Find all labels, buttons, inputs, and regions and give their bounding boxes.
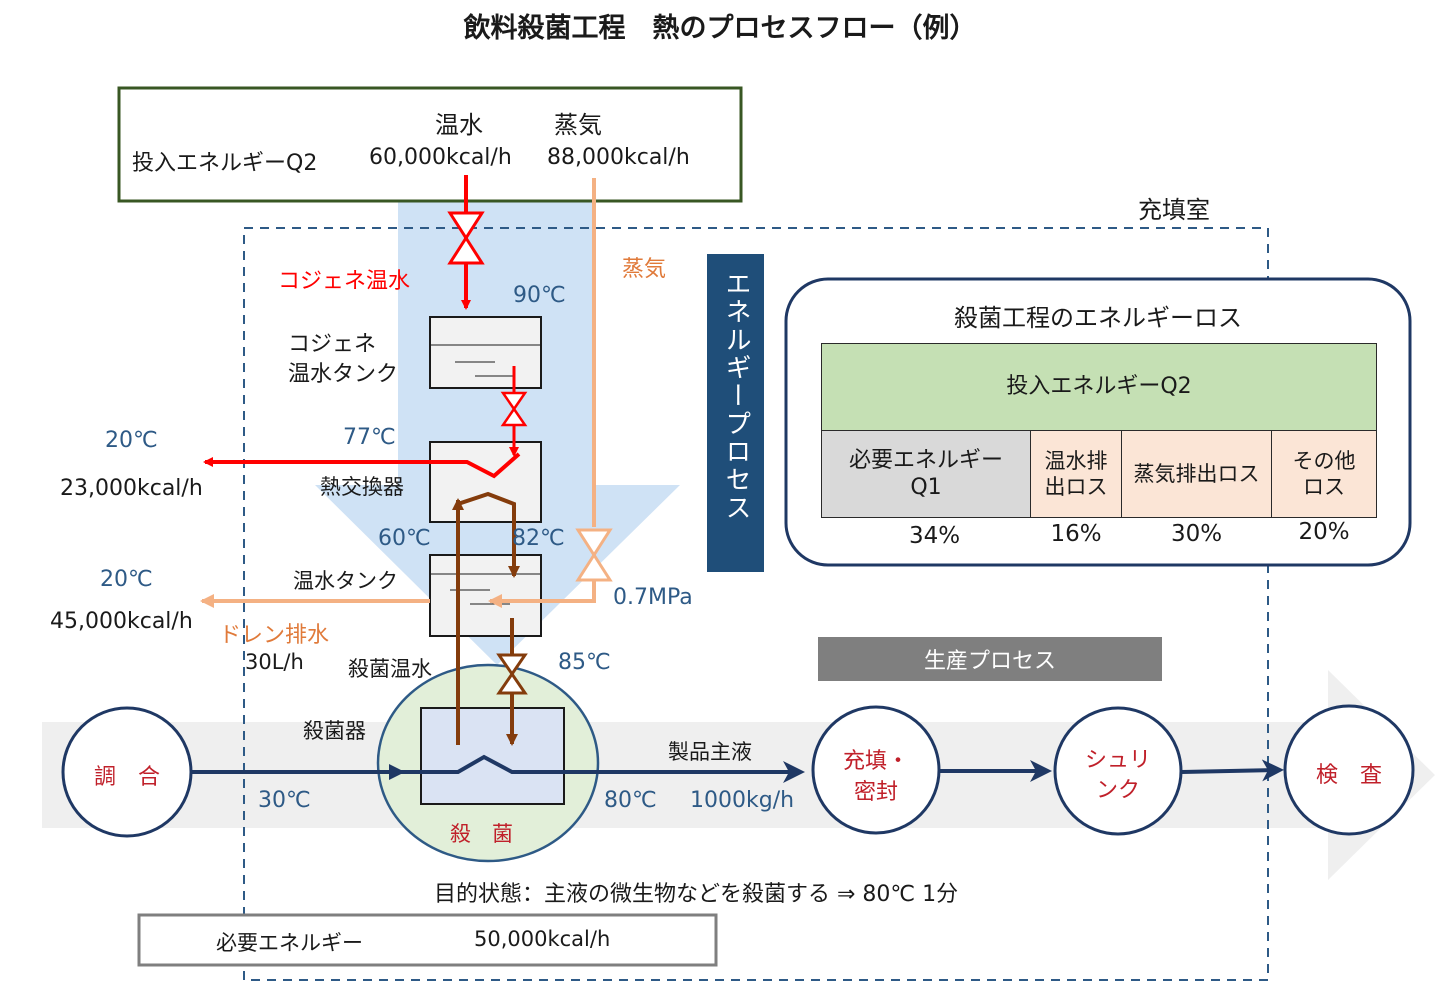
loss-other-line2: ロス: [1303, 475, 1345, 499]
loss-required-line1: 必要エネルギー: [848, 447, 1003, 473]
required-energy-box: [137, 913, 718, 967]
shrink-label-2: ンク: [1095, 778, 1140, 803]
steam-line-label: 蒸気: [622, 257, 667, 282]
loss-other-cell: その他 ロス: [1271, 430, 1377, 518]
drain-loss-value: 45,000kcal/h: [50, 609, 193, 634]
sterilizing-hot-water-label: 殺菌温水: [348, 657, 432, 681]
loss-hot-water-cell: 温水排 出ロス: [1030, 430, 1122, 518]
hx-loss-value: 23,000kcal/h: [60, 476, 203, 501]
page-title: 飲料殺菌工程 熱のプロセスフロー（例）: [463, 13, 977, 44]
loss-panel-title: 殺菌工程のエネルギーロス: [954, 304, 1242, 332]
production-process-band: [818, 637, 1162, 681]
sterilization-label: 殺 菌: [450, 822, 513, 846]
steam-pressure: 0.7MPa: [613, 585, 693, 610]
heat-exchanger-box: [429, 441, 542, 523]
filling-room-label: 充填室: [1138, 196, 1210, 224]
energy-process-label: エネルギープロセス: [721, 270, 751, 522]
blend-node: [61, 706, 193, 838]
loss-required-line2: Q1: [910, 475, 942, 500]
cogen-valve-upper: [447, 211, 485, 265]
fill-seal-label-1: 充填・: [842, 749, 909, 774]
drain-flow: 30L/h: [245, 650, 304, 674]
hot-water-tank-label: 温水タンク: [293, 569, 398, 593]
sterilizer-vessel: [420, 707, 565, 805]
sterilizing-in-temp: 85℃: [558, 650, 611, 675]
heat-exchanger-label: 熱交換器: [320, 475, 404, 499]
shrink-node: [1053, 706, 1183, 836]
loss-pct-hot-water: 16%: [1050, 521, 1102, 547]
cogen-hot-water-label: コジェネ温水: [278, 269, 411, 294]
required-energy-value: 50,000kcal/h: [474, 927, 611, 951]
cogen-tank: [429, 316, 542, 389]
purpose-text: 目的状態：主液の微生物などを殺菌する ⇒ 80℃ 1分: [434, 882, 959, 907]
required-energy-label: 必要エネルギー: [216, 931, 363, 955]
filling-room-boundary: [243, 227, 1269, 981]
left-bottom-temp: 20℃: [100, 567, 153, 592]
cogen-tank-label-2: 温水タンク: [288, 362, 399, 387]
loss-other-line1: その他: [1292, 448, 1356, 473]
input-hot-water-value: 60,000kcal/h: [369, 145, 512, 170]
inspect-node: [1283, 704, 1415, 836]
cogen-tank-label-1: コジェネ: [288, 332, 377, 357]
input-energy-label: 投入エネルギーQ2: [132, 151, 318, 176]
hot-water-tank: [429, 554, 542, 637]
sterilizer-label: 殺菌器: [303, 719, 366, 743]
fill-seal-node: [811, 705, 941, 835]
input-steam-label: 蒸気: [554, 111, 602, 139]
loss-pct-required: 34%: [908, 523, 961, 549]
loss-required-cell: 必要エネルギー Q1: [821, 430, 1031, 518]
energy-process-band: [707, 254, 764, 572]
inspect-node-label: 検 査: [1315, 763, 1382, 788]
hx-to-tank-temp: 82℃: [512, 526, 565, 551]
input-steam-value: 88,000kcal/h: [547, 145, 690, 170]
product-label: 製品主液: [668, 740, 752, 764]
fill-seal-label-2: 密封: [853, 780, 898, 805]
product-flow: 1000kg/h: [690, 788, 795, 813]
input-hot-water-label: 温水: [435, 111, 483, 139]
loss-header-cell: 投入エネルギーQ2: [821, 343, 1377, 431]
product-in-temp: 30℃: [258, 788, 311, 813]
shrink-label-1: シュリ: [1084, 748, 1151, 773]
drain-label: ドレン排水: [219, 623, 330, 648]
production-process-label: 生産プロセス: [923, 649, 1056, 674]
loss-pct-other: 20%: [1298, 519, 1350, 545]
loss-steam-cell: 蒸気排出ロス: [1121, 430, 1272, 518]
hx-out-temp: 77℃: [343, 425, 396, 450]
loss-hot-water-line2: 出ロス: [1044, 475, 1108, 499]
production-band-arrow: [42, 670, 1435, 880]
loss-pct-steam: 30%: [1170, 521, 1223, 547]
blend-node-label: 調 合: [93, 765, 160, 790]
tank-in-temp: 60℃: [378, 526, 431, 551]
input-energy-box: [117, 86, 743, 203]
cogen-in-temp: 90℃: [513, 283, 566, 308]
loss-hot-water-line1: 温水排: [1044, 448, 1108, 473]
left-top-temp: 20℃: [105, 428, 158, 453]
product-out-temp: 80℃: [604, 788, 657, 813]
